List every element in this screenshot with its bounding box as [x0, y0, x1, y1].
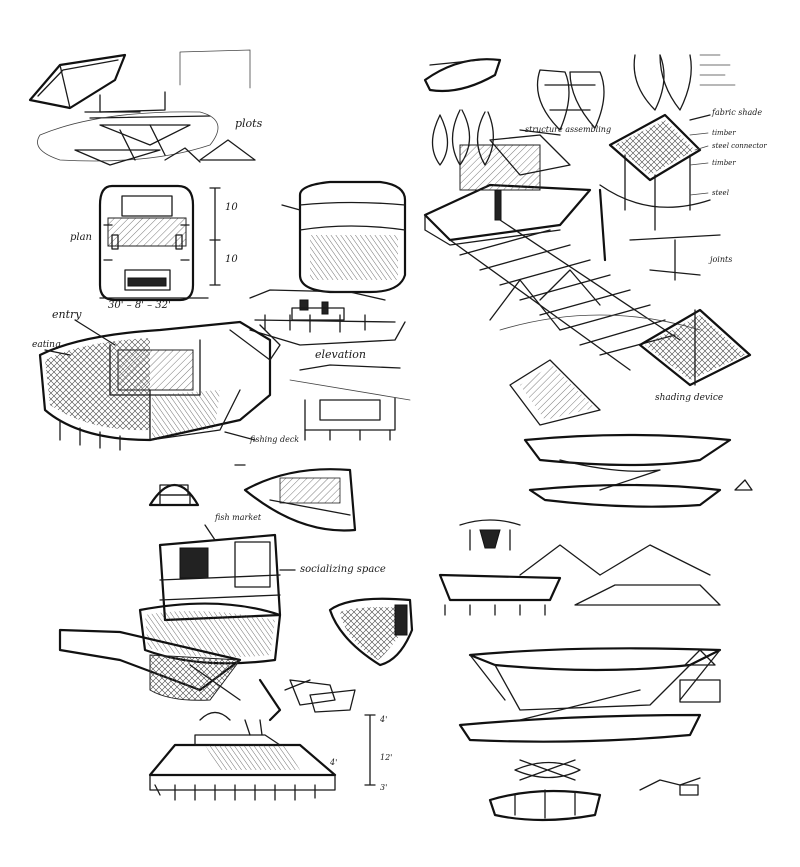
plan-label: plan: [70, 232, 92, 243]
bottom-right-details: [488, 759, 701, 822]
plan-view: plan 10 10 30' – 8' – 32': [70, 184, 238, 311]
canopy-form: [523, 433, 753, 508]
shading-device-label: shading device: [655, 393, 723, 403]
boat-with-net: [58, 628, 242, 701]
socializing-label: socializing space: [300, 564, 386, 575]
small-boat: [258, 678, 356, 722]
plots-label: plots: [235, 117, 263, 130]
shading-device: shading device: [509, 308, 752, 426]
joints-sketch: joints: [629, 234, 732, 281]
dim-10-top: 10: [225, 202, 238, 213]
joints-label: joints: [708, 255, 732, 264]
platform-perspective: entry eating fishing deck: [32, 308, 299, 451]
elevation-label: elevation: [315, 348, 366, 361]
elevation-sketch: elevation: [249, 289, 406, 361]
diagonal-grid: [449, 219, 701, 371]
fish-market-label: fish market: [214, 513, 262, 522]
umbrella-tents: [438, 519, 721, 616]
stacked-modules: fish market socializing space: [138, 513, 386, 665]
entry-label: entry: [52, 308, 82, 321]
dim-4b: 4': [329, 758, 337, 767]
dim-3: 3': [380, 783, 387, 792]
structure-assembling-label: structure assembling: [525, 125, 611, 134]
timber-2-label: timber: [712, 159, 736, 167]
plots-diagrams: plots: [37, 91, 263, 166]
hut-sketch: [148, 464, 246, 507]
plan-dims: 30' – 8' – 32': [108, 300, 171, 311]
small-section: [289, 364, 411, 441]
large-hourglass: [458, 647, 722, 743]
dim-10-bottom: 10: [225, 254, 238, 265]
bottom-platform: 4' 12' 3' 4': [148, 711, 392, 801]
curved-pod: [328, 597, 414, 667]
pod-perspective: [281, 180, 407, 294]
dim-12: 12': [380, 753, 392, 762]
eating-label: eating: [32, 340, 61, 350]
curved-deck-sketch: [243, 468, 357, 532]
top-right-pods: [423, 54, 736, 166]
structure-assembling: structure assembling: [423, 125, 611, 246]
fabric-shade-structure: fabric shade timber steel connector timb…: [598, 108, 767, 262]
pod-sketch-topleft: [28, 49, 251, 110]
fabric-shade-label: fabric shade: [711, 108, 762, 117]
steel-connection-label: steel connector: [712, 142, 767, 150]
fishing-deck-label: fishing deck: [249, 435, 299, 444]
dim-4: 4': [379, 715, 387, 724]
timber-label: timber: [712, 129, 736, 137]
steel-label: steel: [712, 189, 729, 197]
